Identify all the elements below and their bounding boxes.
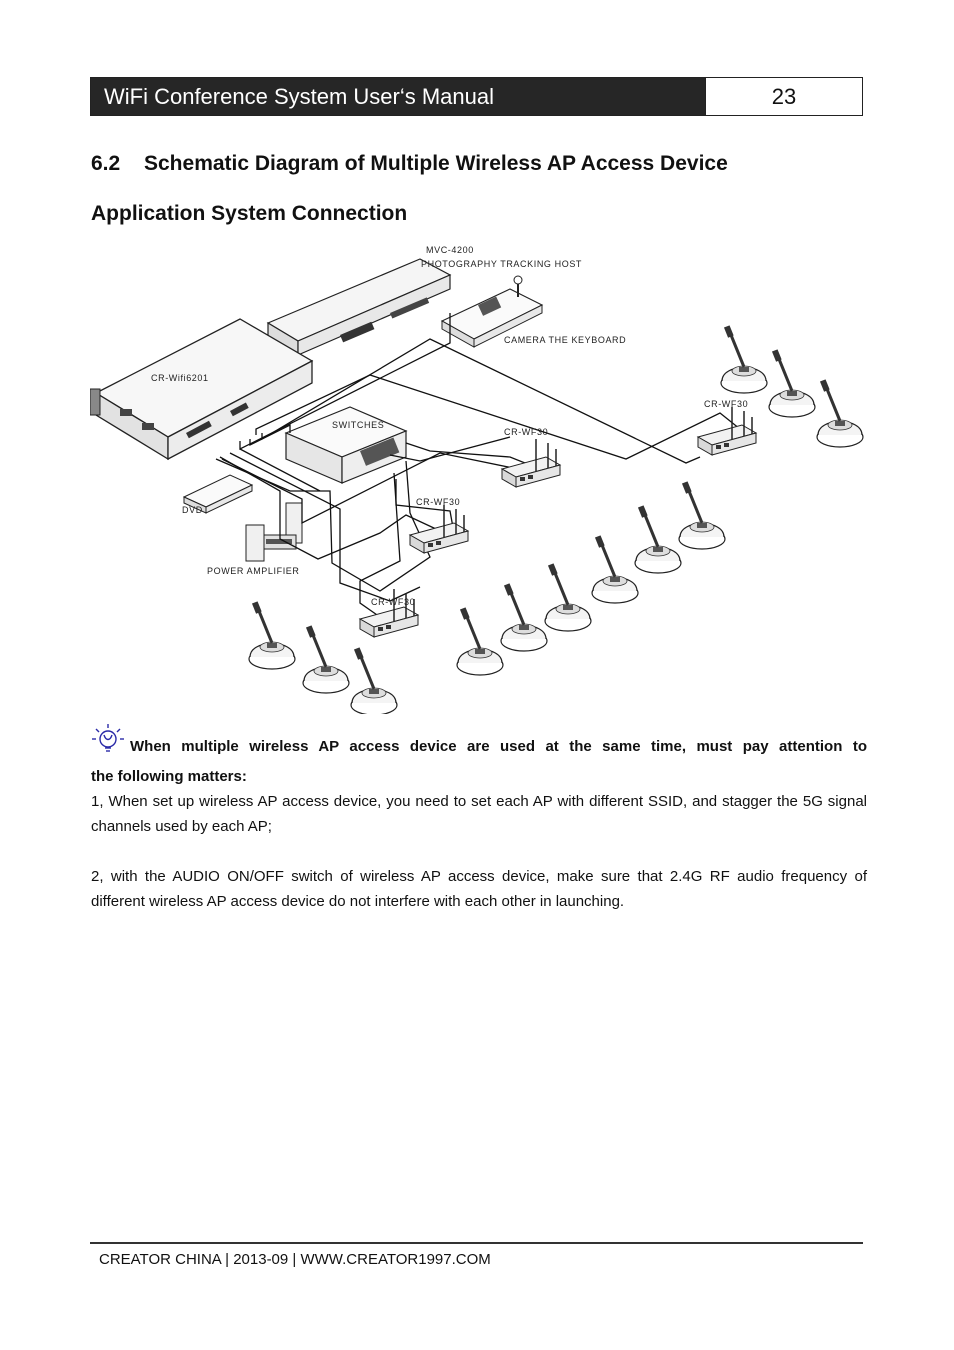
page-number: 23 [705,78,862,115]
ap-label: CR-WF30 [371,597,415,607]
footer-text: CREATOR CHINA | 2013-09 | WWW.CREATOR199… [99,1251,491,1268]
switches-label: SWITCHES [332,420,384,430]
footer-divider [90,1242,863,1244]
note-item-2: 2, with the AUDIO ON/OFF switch of wirel… [91,864,867,914]
host-name-label: PHOTOGRAPHY TRACKING HOST [421,259,582,269]
amplifier-label: POWER AMPLIFIER [207,566,300,576]
section-number: 6.2 [91,152,144,176]
note-heading-continued: the following matters: [91,768,247,785]
section-title-continued: Application System Connection [91,202,407,226]
switches-device [286,407,406,483]
photography-tracking-host [268,259,450,355]
ap-label: CR-WF30 [504,427,548,437]
ap-label: CR-WF30 [704,399,748,409]
keyboard-label: CAMERA THE KEYBOARD [504,335,626,345]
section-title: Schematic Diagram of Multiple Wireless A… [144,152,728,175]
ap-label: CR-WF30 [416,497,460,507]
lightbulb-hint-icon [90,722,126,754]
system-connection-diagram: MVC-4200 PHOTOGRAPHY TRACKING HOST CAMER… [90,243,864,714]
main-unit-label: CR-Wifi6201 [151,373,209,383]
wireless-access-points [360,407,756,637]
page-header: WiFi Conference System User‘s Manual 23 [90,77,863,116]
dvd-label: DVD [182,505,203,515]
host-model-label: MVC-4200 [426,245,474,255]
conference-microphones [249,325,863,714]
note-heading: When multiple wireless AP access device … [130,738,867,755]
power-amplifier [246,503,302,561]
manual-title: WiFi Conference System User‘s Manual [91,78,705,115]
note-item-1: 1, When set up wireless AP access device… [91,789,867,839]
